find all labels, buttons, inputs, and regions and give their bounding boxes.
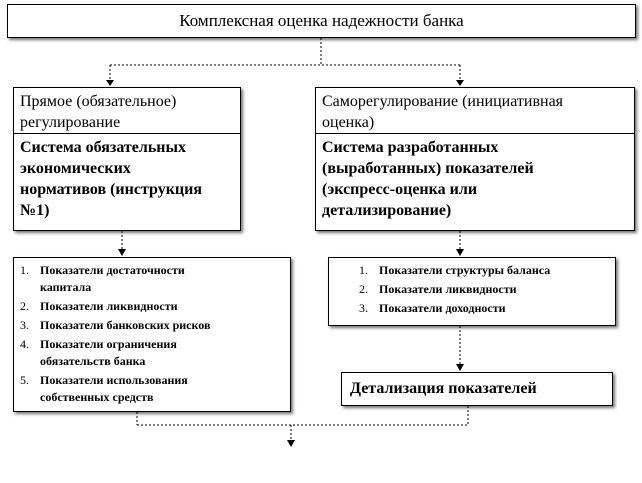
body-line: Система обязательных [20, 139, 187, 156]
item-number: 4. [20, 337, 29, 351]
item-number: 2. [20, 299, 29, 313]
direct-regulation-heading: Прямое (обязательное) регулирование [14, 88, 240, 133]
body-line: Система разработанных [322, 139, 499, 156]
list-item: 5. Показатели использования собственных … [14, 372, 290, 406]
heading-line: регулирование [20, 114, 121, 131]
item-text: собственных средств [40, 390, 154, 404]
item-text: Показатели банковских рисков [40, 318, 211, 332]
item-text: Показатели достаточности [40, 263, 185, 277]
body-line: детализирование) [322, 202, 452, 219]
direct-regulation-description: Система обязательных экономических норма… [14, 134, 240, 221]
body-line: (экспресс-оценка или [322, 181, 478, 198]
item-number: 2. [359, 282, 368, 296]
mandatory-indicators-list: 1. Показатели достаточности капитала 2. … [13, 257, 291, 412]
heading-line: оценка) [322, 114, 375, 131]
item-text: Показатели использования [40, 373, 188, 387]
item-text: обязательств банка [40, 354, 146, 368]
body-line: экономических [20, 160, 131, 177]
divider [14, 133, 240, 134]
self-regulation-description: Система разработанных (выработанных) пок… [316, 134, 634, 221]
item-number: 5. [20, 373, 29, 387]
self-indicators-list: 1. Показатели структуры баланса 2. Показ… [328, 257, 616, 326]
body-line: (выработанных) показателей [322, 160, 534, 177]
diagram-title: Комплексная оценка надежности банка [179, 11, 464, 30]
detail-label: Детализация показателей [350, 380, 537, 397]
detail-indicators-box: Детализация показателей [341, 372, 613, 406]
item-text: Показатели ликвидности [40, 299, 178, 313]
item-text: Показатели ограничения [40, 337, 177, 351]
list-item: 1. Показатели структуры баланса [353, 262, 615, 279]
heading-line: Саморегулирование (инициативная [322, 93, 564, 110]
item-number: 3. [359, 301, 368, 315]
list-item: 3. Показатели банковских рисков [14, 317, 290, 334]
direct-regulation-box: Прямое (обязательное) регулирование Сист… [13, 87, 241, 231]
item-text: Показатели ликвидности [379, 282, 517, 296]
item-text: Показатели структуры баланса [379, 263, 551, 277]
list-item: 4. Показатели ограничения обязательств б… [14, 336, 290, 370]
item-number: 1. [359, 263, 368, 277]
list-item: 1. Показатели достаточности капитала [14, 262, 290, 296]
body-line: нормативов (инструкция [20, 181, 203, 198]
self-regulation-heading: Саморегулирование (инициативная оценка) [316, 88, 634, 133]
item-text: капитала [40, 280, 92, 294]
list-item: 2. Показатели ликвидности [353, 281, 615, 298]
body-line: №1) [20, 202, 50, 219]
item-text: Показатели доходности [379, 301, 506, 315]
diagram-title-box: Комплексная оценка надежности банка [7, 4, 636, 38]
item-number: 3. [20, 318, 29, 332]
list-item: 2. Показатели ликвидности [14, 298, 290, 315]
heading-line: Прямое (обязательное) [20, 93, 177, 110]
list-item: 3. Показатели доходности [353, 300, 615, 317]
item-number: 1. [20, 263, 29, 277]
self-regulation-box: Саморегулирование (инициативная оценка) … [315, 87, 635, 231]
divider [316, 133, 634, 134]
